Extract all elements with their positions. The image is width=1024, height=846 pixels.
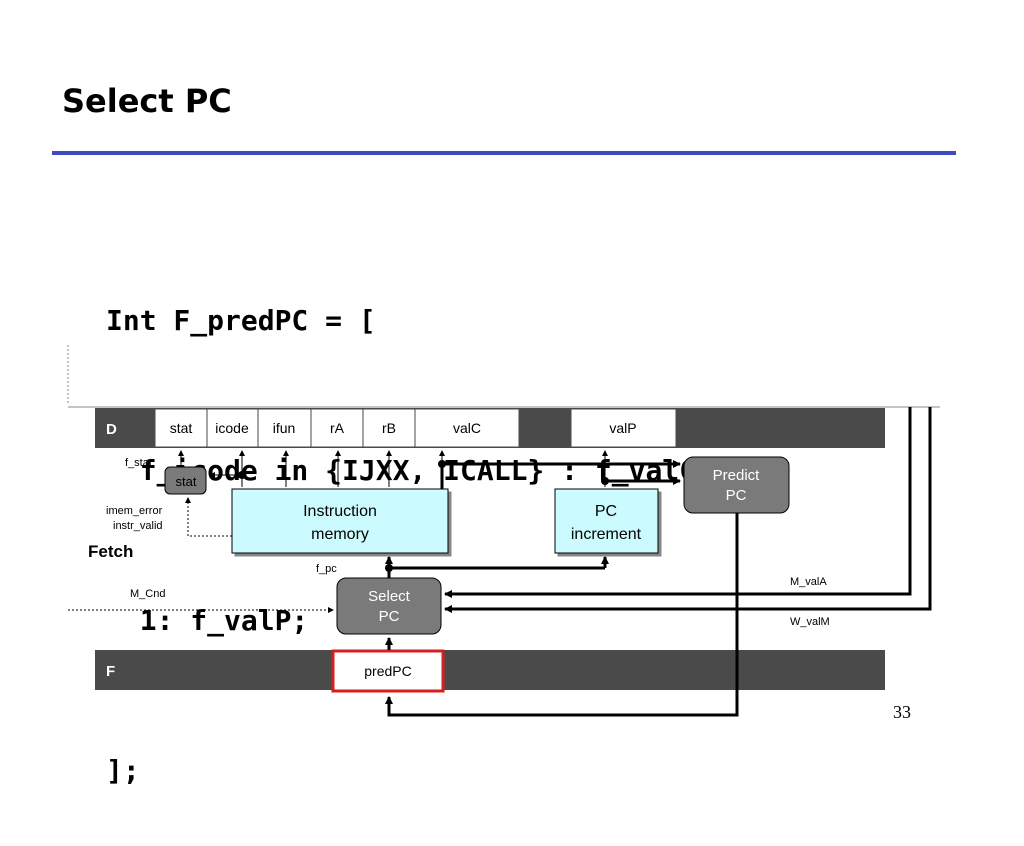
pc-increment-label-2: increment <box>571 526 642 543</box>
predict-pc-label-1: Predict <box>713 467 761 484</box>
pc-increment-block <box>554 488 659 554</box>
slide-title: Select PC <box>62 82 232 120</box>
f-field-predpc-box <box>331 649 445 693</box>
select-pc-block <box>336 577 442 635</box>
d-field-rb: rB <box>382 420 396 436</box>
f-stat-label: f_stat <box>125 457 152 469</box>
predict-pc-label-2: PC <box>726 487 747 504</box>
instruction-memory-label-2: memory <box>311 526 369 543</box>
f-field-predpc: predPC <box>364 663 411 679</box>
instruction-memory-label-1: Instruction <box>303 503 377 520</box>
predict-pc-block <box>683 456 790 514</box>
page-number: 33 <box>893 702 911 722</box>
pc-increment-label-1: PC <box>595 503 617 520</box>
f-register-bar <box>95 650 885 690</box>
d-register-label: D <box>106 421 117 438</box>
d-field-valp-box <box>570 408 677 448</box>
d-field-valc: valC <box>453 420 481 436</box>
d-field-ra: rA <box>330 420 345 436</box>
d-field-valc-box <box>414 408 520 448</box>
instruction-memory-block <box>231 488 449 554</box>
f-pc-label: f_pc <box>316 563 337 575</box>
m-cnd-label: M_Cnd <box>130 588 165 600</box>
fetch-stage-diagram: D stat icode ifun rA rB valC valP stat f… <box>67 345 940 717</box>
f-register-label: F <box>106 663 115 680</box>
d-field-valp: valP <box>609 420 636 436</box>
d-field-icode: icode <box>215 420 249 436</box>
m-vala-label: M_valA <box>790 576 827 588</box>
instr-valid-label: instr_valid <box>113 520 163 532</box>
code-line-1: Int F_predPC = [ <box>106 304 376 337</box>
d-field-ra-box <box>310 408 364 448</box>
select-pc-label-2: PC <box>379 608 400 625</box>
imem-error-label: imem_error <box>106 505 163 517</box>
w-valm-label: W_valM <box>790 616 830 628</box>
d-field-ifun: ifun <box>273 420 296 436</box>
d-field-icode-box <box>206 408 259 448</box>
title-rule <box>52 151 956 155</box>
select-pc-label-1: Select <box>368 588 411 605</box>
stat-block-label: stat <box>176 474 197 489</box>
fetch-stage-label: Fetch <box>88 542 133 561</box>
stat-block <box>164 466 207 495</box>
d-field-stat: stat <box>170 420 193 436</box>
d-field-ifun-box <box>257 408 312 448</box>
